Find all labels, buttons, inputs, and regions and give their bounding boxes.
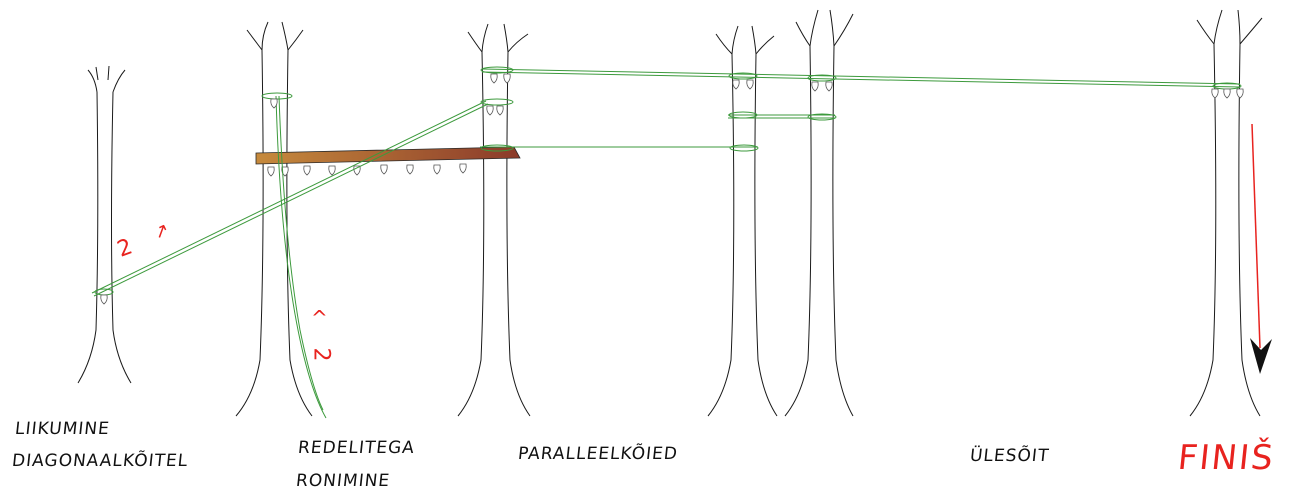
- label-liikumine: LIIKUMINE: [13, 419, 111, 439]
- tree-4: [707, 25, 778, 417]
- descent-arrow: [1250, 123, 1272, 374]
- ropes: [91, 66, 1242, 419]
- label-redelitega: REDELITEGA: [296, 438, 416, 458]
- tree-6: [1189, 9, 1263, 417]
- tree-2: [235, 21, 313, 417]
- label-diagonaalkoitel: DIAGONAALKÕITEL: [10, 451, 190, 471]
- anchor-clips: [100, 73, 1244, 305]
- tree-3: [457, 23, 531, 417]
- label-ulesoit: ÜLESÕIT: [968, 446, 1051, 466]
- vertical-annotation-number: 2: [308, 347, 334, 362]
- label-ronimine: RONIMINE: [294, 471, 392, 491]
- vertical-annotation-arrow: ^: [311, 306, 328, 330]
- tree-5: [784, 9, 854, 417]
- label-finis: FINIŠ: [1175, 438, 1277, 478]
- label-paralleelkoied: PARALLEELKÕIED: [516, 444, 679, 464]
- tree-1: [77, 65, 132, 384]
- ladder-clips: [267, 163, 467, 177]
- ladder-platform: [255, 146, 521, 165]
